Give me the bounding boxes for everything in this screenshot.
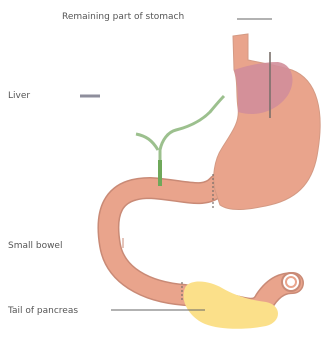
remaining-stomach-label: Remaining part of stomach: [62, 12, 184, 22]
small-bowel-label: Small bowel: [8, 241, 62, 251]
tail-of-pancreas-label: Tail of pancreas: [8, 306, 78, 316]
bowel-end: [282, 273, 300, 291]
bile-duct: [136, 96, 224, 186]
liver-label: Liver: [8, 91, 30, 101]
stomach: [214, 34, 320, 210]
